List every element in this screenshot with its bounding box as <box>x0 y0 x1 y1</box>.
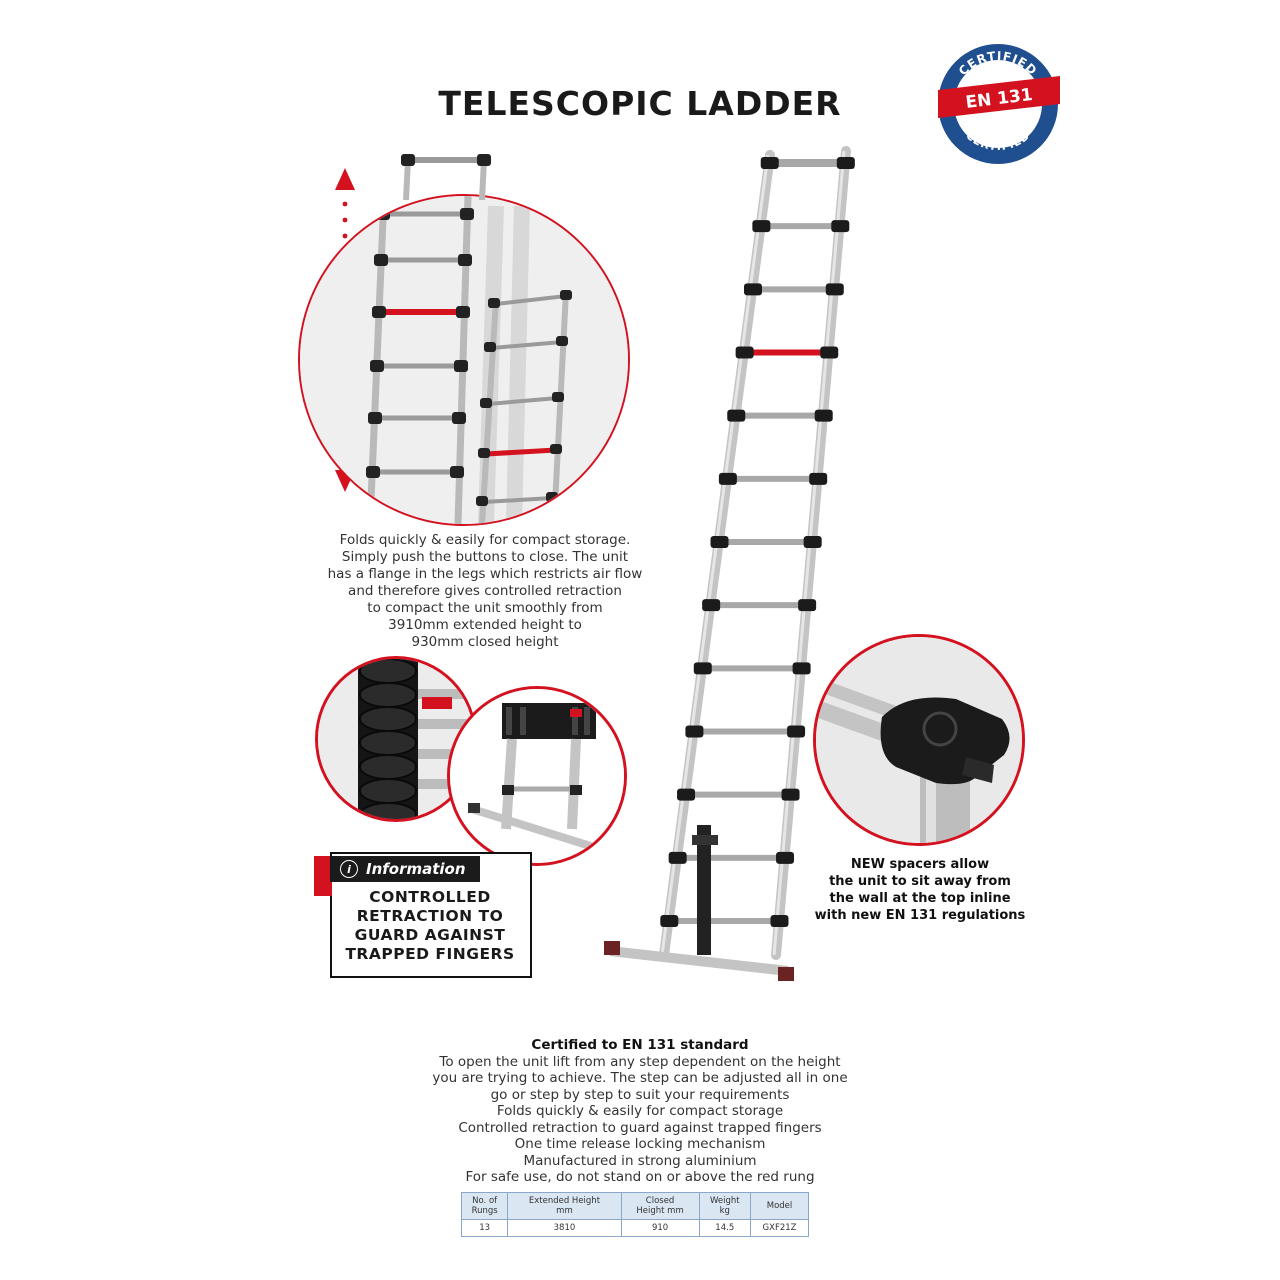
rung-end-cap <box>760 157 779 169</box>
information-text: CONTROLLED RETRACTION TO GUARD AGAINST T… <box>332 888 528 964</box>
info-line: RETRACTION TO <box>356 907 504 925</box>
info-line: TRAPPED FINGERS <box>345 945 515 963</box>
feature-line: go or step by step to suit your requirem… <box>490 1086 790 1103</box>
rung-end-cap <box>820 346 839 359</box>
closed-ladder-image <box>447 686 627 866</box>
rung-end-cap <box>710 536 729 548</box>
rung-end-cap <box>735 346 754 359</box>
feature-line: Folds quickly & easily for compact stora… <box>496 1103 784 1119</box>
features-list: Certified to EN 131 standard To open the… <box>380 1037 900 1186</box>
fold-line: to compact the unit smoothly from <box>367 600 603 616</box>
rung-end-cap <box>809 472 828 485</box>
spec-cell-weight: 14.5 <box>698 1219 752 1237</box>
rung-end-cap <box>803 536 822 548</box>
spacer-caption: NEW spacers allow the unit to sit away f… <box>800 856 1040 924</box>
rung-end-cap <box>776 851 795 864</box>
table-row: 13 3810 910 14.5 GXF21Z <box>460 1219 809 1237</box>
retraction-detail-image <box>298 194 630 526</box>
rung-end-cap <box>718 472 737 485</box>
rung-end-cap <box>792 662 811 675</box>
rung-end-cap <box>752 220 771 233</box>
spacer-line: the wall at the top inline <box>829 891 1011 906</box>
fold-line: Folds quickly & easily for compact stora… <box>339 532 631 548</box>
feature-line: Controlled retraction to guard against t… <box>458 1119 822 1136</box>
spec-cell-rungs: 13 <box>460 1219 509 1237</box>
spec-cell-extended: 3810 <box>507 1219 622 1237</box>
info-icon: i <box>340 860 358 878</box>
grip-detail-image <box>315 656 477 822</box>
feature-line: To open the unit lift from any step depe… <box>439 1053 841 1070</box>
feature-line: One time release locking mechanism <box>514 1136 766 1152</box>
rung-end-cap <box>693 662 712 675</box>
rung-end-cap <box>770 915 789 927</box>
rung-end-cap <box>781 788 800 801</box>
spacer-line: the unit to sit away from <box>829 874 1011 889</box>
fold-line: 930mm closed height <box>411 634 559 650</box>
info-line: GUARD AGAINST <box>354 926 506 944</box>
rung-end-cap <box>798 599 817 612</box>
rung-end-cap <box>727 409 746 422</box>
rung-end-cap <box>660 915 679 927</box>
telescopic-ladder-image <box>600 135 860 1000</box>
info-line: CONTROLLED <box>369 888 491 906</box>
fold-line: Simply push the buttons to close. The un… <box>341 549 629 565</box>
rung-end-cap <box>677 788 696 801</box>
ladder-top-overflow <box>396 150 496 201</box>
rung-end-cap <box>787 725 806 738</box>
spacer-line: NEW spacers allow <box>850 857 990 872</box>
rung-end-cap <box>668 851 687 864</box>
rung-end-cap <box>685 725 704 738</box>
rung-end-cap <box>825 283 844 296</box>
rung-end-cap <box>814 409 833 422</box>
spacer-line: with new EN 131 regulations <box>814 908 1026 923</box>
info-accent <box>314 856 332 896</box>
rung-end-cap <box>702 599 721 612</box>
fold-line: and therefore gives controlled retractio… <box>348 583 622 599</box>
feature-line: you are trying to achieve. The step can … <box>432 1070 848 1086</box>
feature-line: Manufactured in strong aluminium <box>523 1152 757 1169</box>
fold-description: Folds quickly & easily for compact stora… <box>300 532 670 651</box>
rung-end-cap <box>831 220 850 233</box>
spec-header-model: Model <box>750 1192 809 1220</box>
page-title: TELESCOPIC LADDER <box>438 84 842 123</box>
fold-line: has a flange in the legs which restricts… <box>327 566 643 582</box>
features-heading: Certified to EN 131 standard <box>531 1037 749 1053</box>
spacer-detail-image <box>813 634 1025 846</box>
spec-cell-closed: 910 <box>620 1219 700 1237</box>
fold-line: 3910mm extended height to <box>388 617 582 633</box>
rung-end-cap <box>743 283 762 296</box>
information-label: Information <box>366 860 466 878</box>
feature-line: For safe use, do not stand on or above t… <box>465 1169 815 1185</box>
rung-end-cap <box>836 157 855 169</box>
information-tab: i Information <box>330 856 480 882</box>
en131-certified-badge: CERTIFIED CERTIFIED EN 131 <box>932 38 1064 170</box>
spec-cell-model: GXF21Z <box>750 1219 809 1237</box>
